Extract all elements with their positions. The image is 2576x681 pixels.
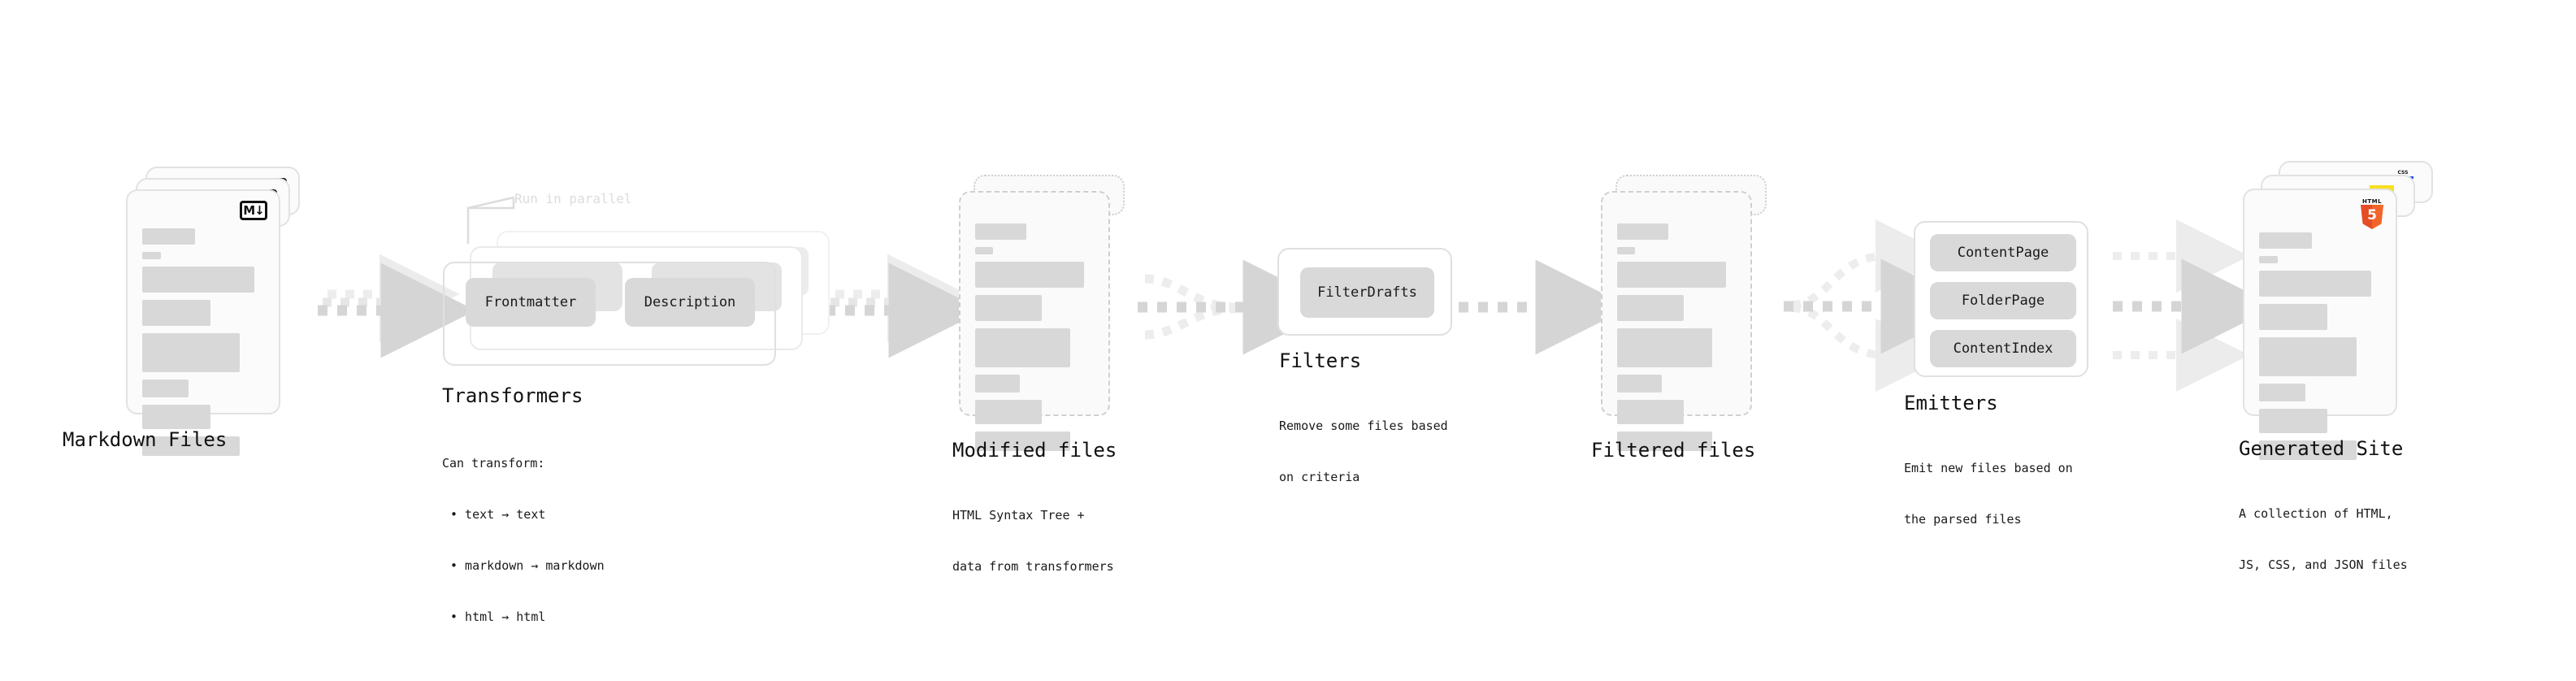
skeleton-bar xyxy=(975,432,1070,451)
skeleton-bar xyxy=(142,267,254,293)
transformers-desc-line-0: Can transform: xyxy=(442,456,545,471)
skeleton-bar xyxy=(1617,375,1663,393)
page-title-filters: Filters xyxy=(1279,349,1362,372)
site-card-skeleton xyxy=(2259,232,2381,467)
filter-pill-filterdrafts[interactable]: FilterDrafts xyxy=(1300,267,1434,318)
md-badge-letter: M xyxy=(243,202,255,218)
skeleton-bar xyxy=(142,300,210,326)
skeleton-bar xyxy=(975,295,1042,321)
transformer-pill-frontmatter[interactable]: Frontmatter xyxy=(466,278,596,327)
filtered-card-skeleton xyxy=(1617,223,1736,458)
markdown-card-skeleton xyxy=(142,228,264,463)
arrow-filtered-to-emitters xyxy=(1784,219,1976,392)
filters-desc-line-1: on criteria xyxy=(1279,470,1360,484)
emitters-desc-line-0: Emit new files based on xyxy=(1904,461,2073,475)
stage-markdown-files: M↓ M↓ M↓ Markdown Files xyxy=(63,167,301,456)
emitters-description: Emit new files based on the parsed files xyxy=(1904,426,2073,562)
skeleton-bar xyxy=(142,252,161,259)
skeleton-bar xyxy=(975,247,993,254)
skeleton-bar xyxy=(142,333,240,372)
md-badge-arrow: ↓ xyxy=(254,202,265,218)
modified-card-stack xyxy=(959,175,1134,451)
skeleton-bar xyxy=(142,380,189,397)
stage-filtered-files: Filtered files xyxy=(1591,175,1776,462)
modified-files-description: HTML Syntax Tree + data from transformer… xyxy=(952,473,1114,609)
skeleton-bar xyxy=(1617,247,1635,254)
markdown-icon: M↓ xyxy=(240,201,267,220)
arrow-transformers-to-modified xyxy=(826,254,984,358)
skeleton-bar xyxy=(142,405,210,429)
skeleton-bar xyxy=(1617,400,1684,424)
modified-desc-line-1: data from transformers xyxy=(952,559,1114,574)
skeleton-bar xyxy=(142,228,195,245)
callout-run-in-parallel: Run in parallel xyxy=(514,191,632,206)
emitter-pill-folderpage[interactable]: FolderPage xyxy=(1930,282,2076,319)
page-title-generated-site: Generated Site xyxy=(2239,437,2404,460)
skeleton-bar xyxy=(2259,256,2278,263)
stage-filters: FilterDrafts Filters Remove some files b… xyxy=(1277,248,1452,484)
skeleton-bar xyxy=(1617,262,1727,288)
page-title-transformers: Transformers xyxy=(442,384,583,407)
filters-desc-line-0: Remove some files based xyxy=(1279,419,1448,433)
transformers-description: Can transform: • text → text • markdown … xyxy=(442,421,605,660)
site-desc-line-0: A collection of HTML, xyxy=(2239,506,2393,521)
modified-desc-line-0: HTML Syntax Tree + xyxy=(952,508,1085,523)
stage-generated-site: CSS HTML 5 Generated Site A col xyxy=(2239,161,2433,572)
skeleton-bar xyxy=(2259,304,2327,330)
transformers-desc-line-1: • text → text xyxy=(450,507,546,522)
page-title-filtered-files: Filtered files xyxy=(1591,439,1756,462)
skeleton-bar xyxy=(1617,295,1684,321)
skeleton-bar xyxy=(975,328,1070,367)
markdown-card-front: M↓ xyxy=(126,189,280,456)
page-title-markdown-files: Markdown Files xyxy=(63,428,228,451)
skeleton-bar xyxy=(1617,328,1712,367)
markdown-card-stack: M↓ M↓ M↓ xyxy=(126,167,301,456)
site-card-front: HTML 5 xyxy=(2243,189,2397,460)
arrow-markdown-to-transformers xyxy=(318,254,476,358)
skeleton-bar xyxy=(2259,271,2371,297)
generated-site-description: A collection of HTML, JS, CSS, and JSON … xyxy=(2239,471,2408,608)
emitters-box[interactable]: ContentPage FolderPage ContentIndex xyxy=(1914,221,2088,377)
html5-icon: HTML 5 xyxy=(2360,198,2384,229)
skeleton-bar xyxy=(975,223,1026,240)
skeleton-bar xyxy=(2259,232,2312,249)
emitter-pill-contentpage[interactable]: ContentPage xyxy=(1930,234,2076,271)
transformers-desc-line-3: • html → html xyxy=(450,609,546,624)
skeleton-bar xyxy=(2259,409,2327,433)
transformer-pill-description[interactable]: Description xyxy=(625,278,755,327)
skeleton-bar xyxy=(1617,223,1668,240)
filters-description: Remove some files based on criteria xyxy=(1279,384,1448,520)
arrow-modified-to-filters xyxy=(1138,259,1338,355)
skeleton-bar xyxy=(975,400,1042,424)
page-title-emitters: Emitters xyxy=(1904,392,1998,414)
skeleton-bar xyxy=(2259,337,2357,376)
skeleton-bar xyxy=(1617,432,1712,451)
site-card-stack: CSS HTML 5 xyxy=(2243,161,2433,460)
emitter-pill-contentindex[interactable]: ContentIndex xyxy=(1930,330,2076,367)
filtered-card-stack xyxy=(1601,175,1776,451)
transformer-layer-front[interactable]: Frontmatter Description xyxy=(443,262,776,366)
skeleton-bar xyxy=(142,436,240,456)
transformers-desc-line-2: • markdown → markdown xyxy=(450,558,605,573)
filters-box[interactable]: FilterDrafts xyxy=(1277,248,1452,336)
filtered-card-front xyxy=(1601,191,1752,451)
stage-emitters: ContentPage FolderPage ContentIndex Emit… xyxy=(1904,221,2088,527)
skeleton-bar xyxy=(975,375,1021,393)
modified-card-skeleton xyxy=(975,223,1094,458)
emitters-desc-line-1: the parsed files xyxy=(1904,512,2022,527)
modified-card-front xyxy=(959,191,1110,451)
arrow-emitters-to-site xyxy=(2113,219,2277,392)
skeleton-bar xyxy=(975,262,1085,288)
site-desc-line-1: JS, CSS, and JSON files xyxy=(2239,557,2408,572)
skeleton-bar xyxy=(2259,384,2305,401)
page-title-modified-files: Modified files xyxy=(952,439,1117,462)
stage-modified-files: Modified files HTML Syntax Tree + data f… xyxy=(952,175,1134,574)
skeleton-bar xyxy=(2259,440,2357,460)
